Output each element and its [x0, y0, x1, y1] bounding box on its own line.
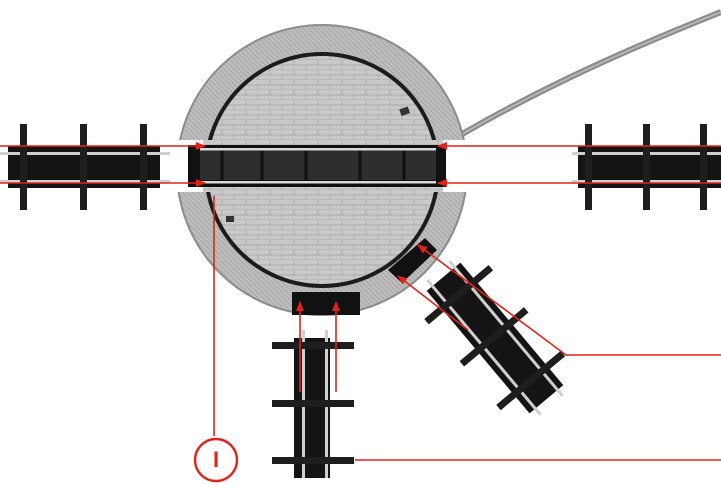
track-section-left: [0, 124, 170, 210]
track-section-bottom: [272, 330, 354, 478]
guide-arrow-diagonal-upper: [417, 244, 721, 356]
guide-lines: [0, 142, 721, 461]
track-section-diagonal: [424, 260, 566, 416]
turntable-icon: [175, 24, 473, 316]
power-cable: [450, 9, 721, 143]
callout-label: I: [212, 447, 220, 472]
circle-callout-icon: [193, 437, 239, 483]
track-section-right: [572, 124, 721, 210]
